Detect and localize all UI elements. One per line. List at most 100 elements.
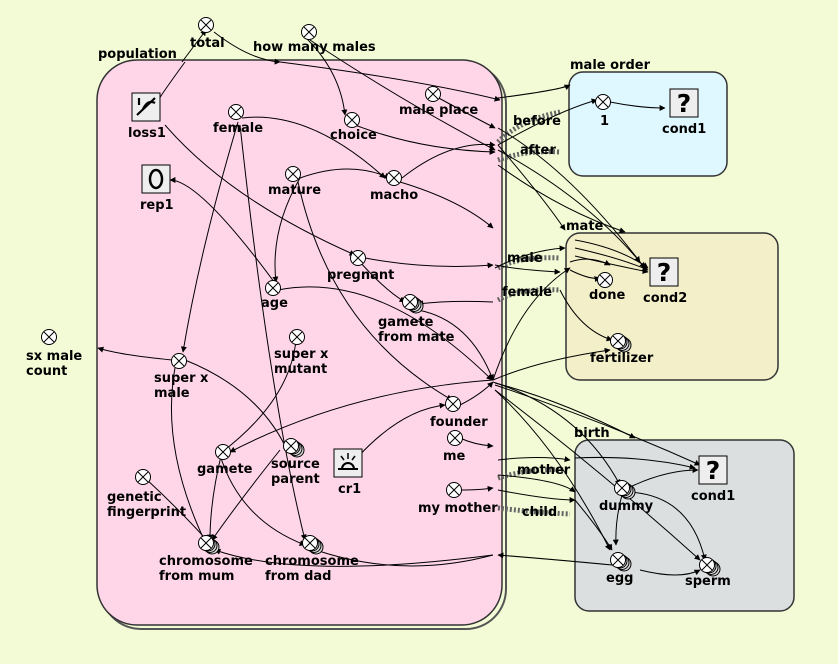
port-child[interactable]: child (522, 505, 557, 520)
converter-icon (289, 329, 305, 345)
gamete-node[interactable]: gamete (197, 444, 253, 478)
converter-icon (285, 166, 301, 182)
genetic-fingerprint-line-2: fingerprint (107, 505, 186, 520)
choice-node[interactable]: choice (330, 112, 377, 144)
egg-node[interactable]: egg (606, 552, 633, 587)
chromosome-from-mum-line-1: chromosome (159, 554, 253, 569)
sx-male-count-line-2: count (26, 364, 67, 379)
cr1-label: cr1 (338, 482, 361, 497)
mature-node[interactable]: mature (268, 166, 321, 199)
pregnant-node[interactable]: pregnant (327, 250, 394, 284)
dummy-label: dummy (599, 499, 654, 514)
sx-male-count-line-1: sx male (26, 349, 82, 364)
me-label: me (443, 449, 466, 464)
founder-node[interactable]: founder (430, 396, 488, 431)
gamete-from-mate-line-2: from mate (378, 330, 455, 345)
macho-label: macho (370, 188, 418, 203)
source-parent-line-1: source (271, 457, 320, 472)
conditional-icon (698, 455, 728, 486)
rep1-node[interactable]: rep1 (140, 164, 174, 213)
loss1-node[interactable]: loss1 (128, 92, 166, 141)
founder-label: founder (430, 415, 488, 430)
converter-icon (265, 280, 281, 296)
total-node[interactable]: total (190, 17, 225, 52)
mate-module-title: mate (566, 219, 604, 234)
genetic-fingerprint-line-1: genetic (107, 490, 162, 505)
converter-icon (386, 170, 402, 186)
conditional-icon (669, 88, 699, 119)
me-node[interactable]: me (443, 430, 466, 465)
sperm-node[interactable]: sperm (685, 557, 731, 590)
gamete-from-mate-line-1: gamete (378, 315, 434, 330)
cond1-a-node[interactable]: cond1 (662, 88, 706, 137)
total-label: total (190, 36, 225, 51)
super-x-male-line-2: male (154, 386, 190, 401)
cr1-node[interactable]: cr1 (333, 448, 363, 497)
converter-icon (446, 482, 462, 498)
converter-icon (447, 430, 463, 446)
population-module-title: population (98, 47, 177, 62)
how-many-males-node[interactable]: how many males (253, 24, 376, 56)
converter-icon (198, 17, 214, 33)
cond1-b-node[interactable]: cond1 (691, 455, 735, 504)
macho-node[interactable]: macho (370, 170, 418, 204)
converter-icon (41, 329, 57, 345)
male-place-node[interactable]: male place (399, 86, 478, 119)
loss-icon (131, 92, 161, 122)
done-node[interactable]: done (589, 272, 625, 304)
port-before[interactable]: before (513, 114, 561, 129)
rep1-label: rep1 (140, 198, 174, 213)
birth-module-title: birth (574, 426, 610, 441)
sperm-label: sperm (685, 574, 731, 589)
female-node[interactable]: female (213, 104, 263, 137)
cond2-node[interactable]: cond2 (643, 257, 687, 306)
mature-label: mature (268, 183, 321, 198)
conditional-icon (649, 257, 679, 288)
converter-icon (425, 86, 441, 102)
gamete-label: gamete (197, 462, 253, 477)
port-mother[interactable]: mother (517, 463, 571, 478)
converter-icon (344, 112, 360, 128)
reproduce-icon (141, 164, 171, 194)
dummy-node[interactable]: dummy (599, 480, 654, 515)
super-x-mutant-line-1: super x (274, 347, 329, 362)
cond2-label: cond2 (643, 291, 687, 306)
super-x-mutant-line-2: mutant (274, 362, 327, 377)
port-after[interactable]: after (520, 143, 556, 158)
choice-label: choice (330, 128, 377, 143)
converter-icon (445, 396, 461, 412)
create-icon (333, 448, 363, 478)
port-female[interactable]: female (502, 285, 552, 300)
converter-icon (171, 353, 187, 369)
converter-icon (350, 250, 366, 266)
male-order-module-title: male order (570, 58, 651, 73)
my-mother-node[interactable]: my mother (418, 482, 498, 517)
converter-icon (135, 469, 151, 485)
port-male[interactable]: male (507, 251, 543, 266)
cond1-a-label: cond1 (662, 122, 706, 137)
cond1-b-label: cond1 (691, 489, 735, 504)
fertilizer-node[interactable]: fertilizer (590, 333, 654, 367)
age-label: age (261, 296, 288, 311)
female-label: female (213, 121, 263, 136)
source-parent-line-2: parent (271, 472, 320, 487)
one-node[interactable]: 1 (595, 94, 611, 130)
done-label: done (589, 288, 625, 303)
age-node[interactable]: age (261, 280, 288, 312)
how-many-males-label: how many males (253, 40, 376, 55)
